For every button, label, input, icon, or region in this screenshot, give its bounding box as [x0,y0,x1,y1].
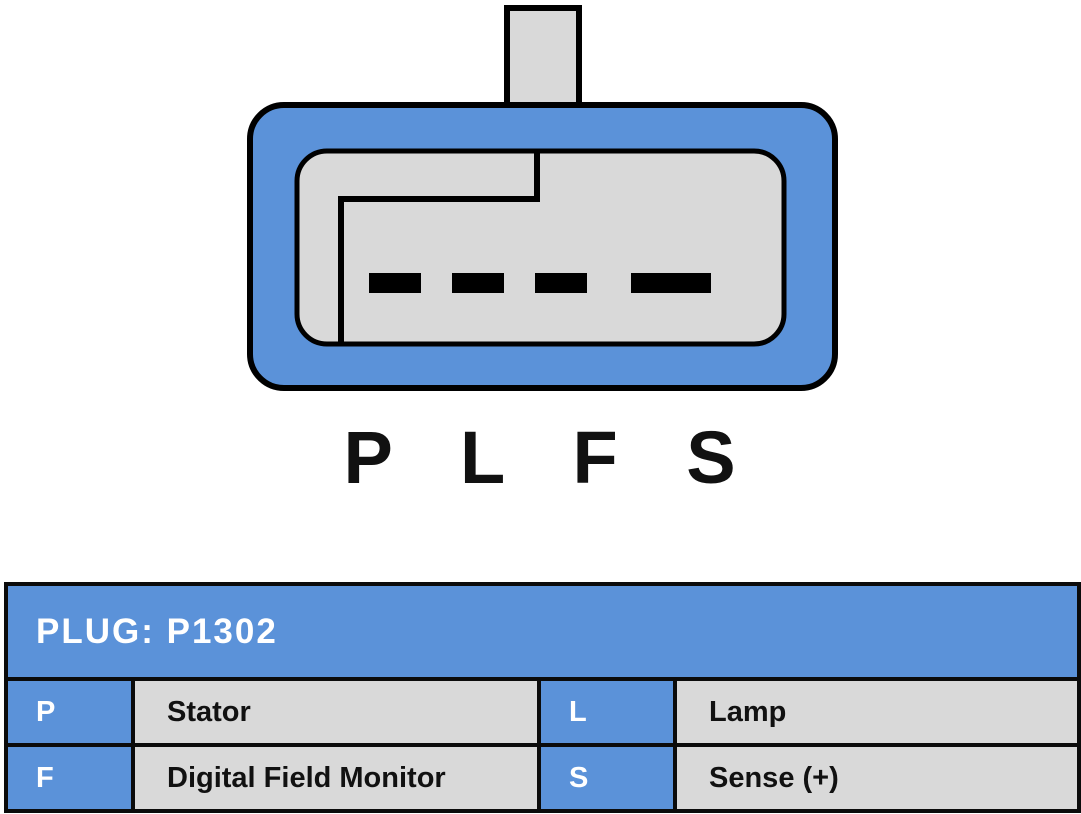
pin-dash-2 [452,273,504,293]
connector-insert [294,148,787,347]
pin-value-S: Sense (+) [673,743,1081,813]
pin-dash-3 [535,273,587,293]
connector-key-line [338,153,540,342]
pin-labels: P L F S [343,416,738,499]
pin-value-P: Stator [131,677,541,747]
pin-dash-4 [631,273,711,293]
pin-value-F: Digital Field Monitor [131,743,541,813]
pin-key-F: F [4,743,135,813]
pin-key-S: S [537,743,677,813]
pin-key-P: P [4,677,135,747]
table-row: F Digital Field Monitor S Sense (+) [4,743,1081,813]
table-row: P Stator L Lamp [4,677,1081,747]
pin-key-L: L [537,677,677,747]
connector-diagram [247,5,838,391]
plug-title: PLUG: P1302 [4,582,1081,681]
connector-tab [504,5,582,116]
pin-value-L: Lamp [673,677,1081,747]
table-title-row: PLUG: P1302 [4,582,1081,681]
pin-dash-1 [369,273,421,293]
pinout-table: PLUG: P1302 P Stator L Lamp F Digital Fi… [4,582,1081,813]
